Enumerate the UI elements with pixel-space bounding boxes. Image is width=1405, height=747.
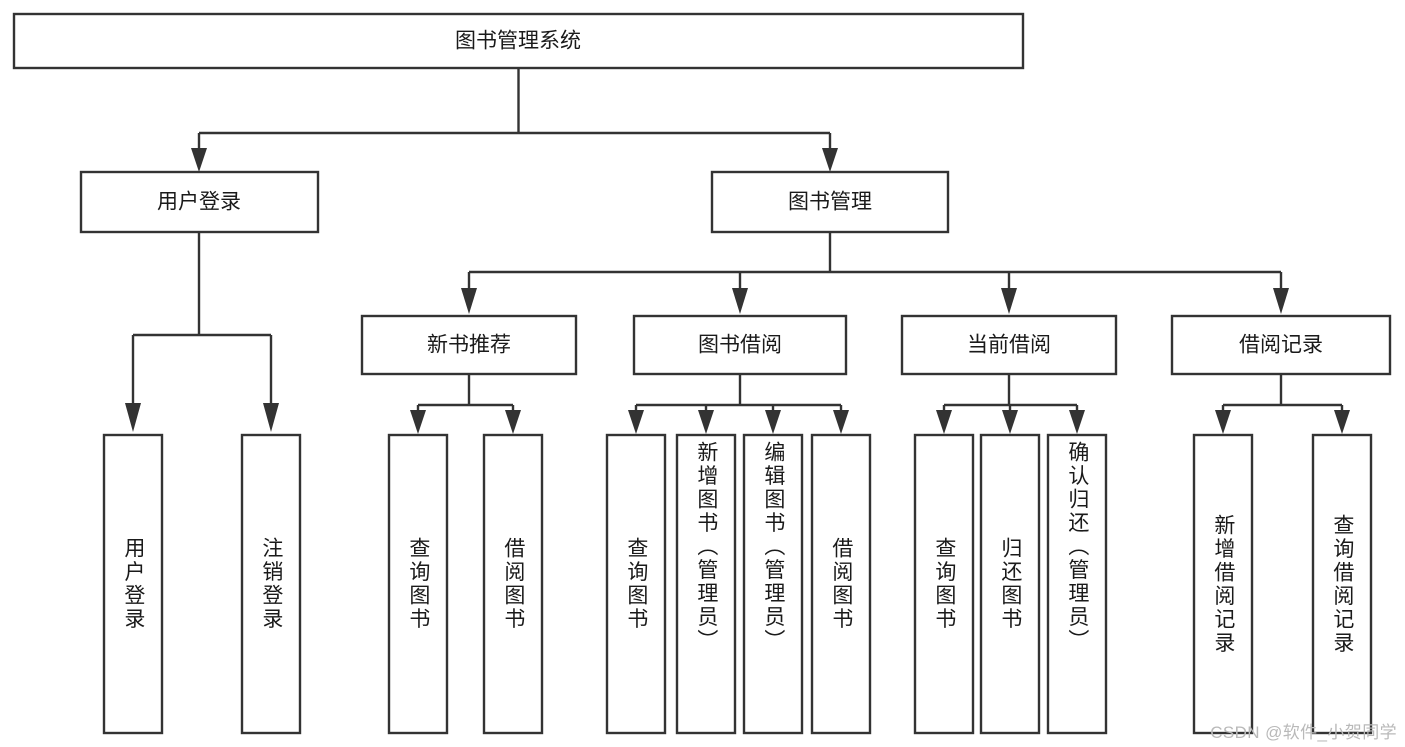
leaf-logout[interactable]	[240, 433, 302, 735]
node-book-management-label: 图书管理	[788, 191, 872, 214]
node-new-book-recommend-label: 新书推荐	[427, 334, 511, 357]
node-borrow-record[interactable]	[1170, 314, 1392, 376]
arrowhead-bookmgmt	[822, 148, 838, 172]
node-current-borrow-label: 当前借阅	[967, 334, 1051, 357]
arrowhead-new-book	[461, 288, 477, 314]
node-new-book-recommend[interactable]	[360, 314, 578, 376]
leaf-borrowrecord-add-record[interactable]	[1192, 433, 1254, 735]
leaf-newbook-borrow-book[interactable]	[482, 433, 544, 735]
arrowhead-bookborrow-leaf4	[833, 410, 849, 434]
arrowhead-currentborrow-leaf2	[1002, 410, 1018, 434]
leaf-borrowrecord-query-record[interactable]	[1311, 433, 1373, 735]
node-user-login-label: 用户登录	[157, 191, 241, 214]
arrowhead-leaf-logout	[263, 403, 279, 432]
arrowhead-currentborrow-leaf1	[936, 410, 952, 434]
arrowhead-bookborrow-leaf2	[698, 410, 714, 434]
leaf-currentborrow-confirm-return-admin[interactable]	[1046, 433, 1108, 735]
arrowhead-currentborrow-leaf3	[1069, 410, 1085, 434]
arrowhead-borrowrecord-leaf1	[1215, 410, 1231, 434]
arrowhead-newbook-leaf2	[505, 410, 521, 434]
leaf-currentborrow-return-book[interactable]	[979, 433, 1041, 735]
leaf-bookborrow-query-book[interactable]	[605, 433, 667, 735]
node-book-management[interactable]	[710, 170, 950, 234]
arrowhead-book-borrow	[732, 288, 748, 314]
arrowhead-userlogin	[191, 148, 207, 172]
connector-layer	[125, 68, 1350, 434]
leaf-newbook-query-book[interactable]	[387, 433, 449, 735]
arrowhead-leaf-user-login	[125, 403, 141, 432]
arrowhead-newbook-leaf1	[410, 410, 426, 434]
leaf-bookborrow-borrow-book[interactable]	[810, 433, 872, 735]
leaf-bookborrow-edit-book-admin[interactable]	[742, 433, 804, 735]
node-layer: 图书管理系统 用户登录 图书管理 新书推荐 图书借阅 当前借阅 借阅记录	[12, 12, 1392, 735]
node-root-label: 图书管理系统	[455, 30, 581, 53]
node-borrow-record-label: 借阅记录	[1239, 334, 1323, 357]
arrowhead-borrow-record	[1273, 288, 1289, 314]
leaf-currentborrow-query-book[interactable]	[913, 433, 975, 735]
leaf-user-login[interactable]	[102, 433, 164, 735]
node-current-borrow[interactable]	[900, 314, 1118, 376]
arrowhead-current-borrow	[1001, 288, 1017, 314]
node-book-borrow[interactable]	[632, 314, 848, 376]
leaf-bookborrow-add-book-admin[interactable]	[675, 433, 737, 735]
arrowhead-bookborrow-leaf1	[628, 410, 644, 434]
node-book-borrow-label: 图书借阅	[698, 334, 782, 357]
arrowhead-borrowrecord-leaf2	[1334, 410, 1350, 434]
node-user-login[interactable]	[79, 170, 320, 234]
arrowhead-bookborrow-leaf3	[765, 410, 781, 434]
node-root-book-management-system[interactable]	[12, 12, 1025, 70]
